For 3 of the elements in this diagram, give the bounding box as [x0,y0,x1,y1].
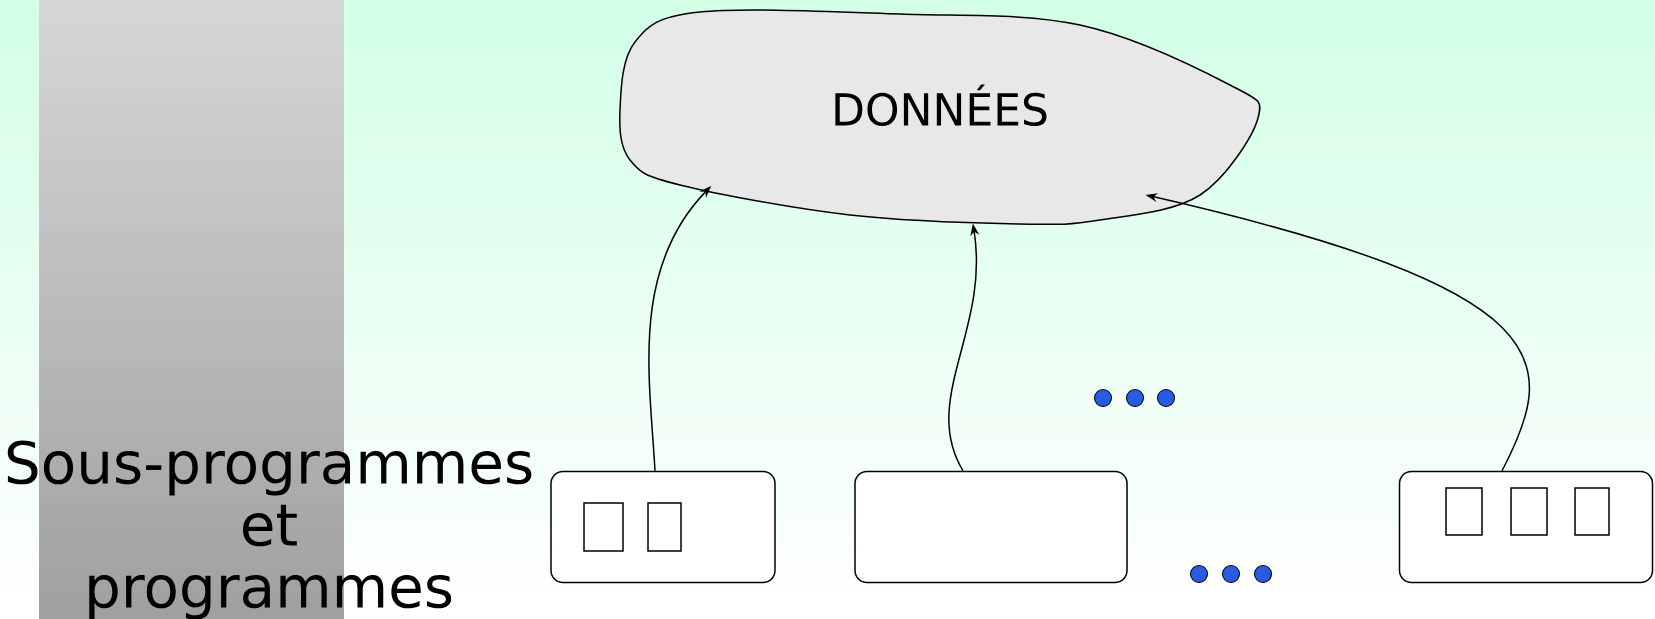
process-box [854,470,1128,584]
process-box [550,470,776,584]
process-box [1398,470,1654,584]
